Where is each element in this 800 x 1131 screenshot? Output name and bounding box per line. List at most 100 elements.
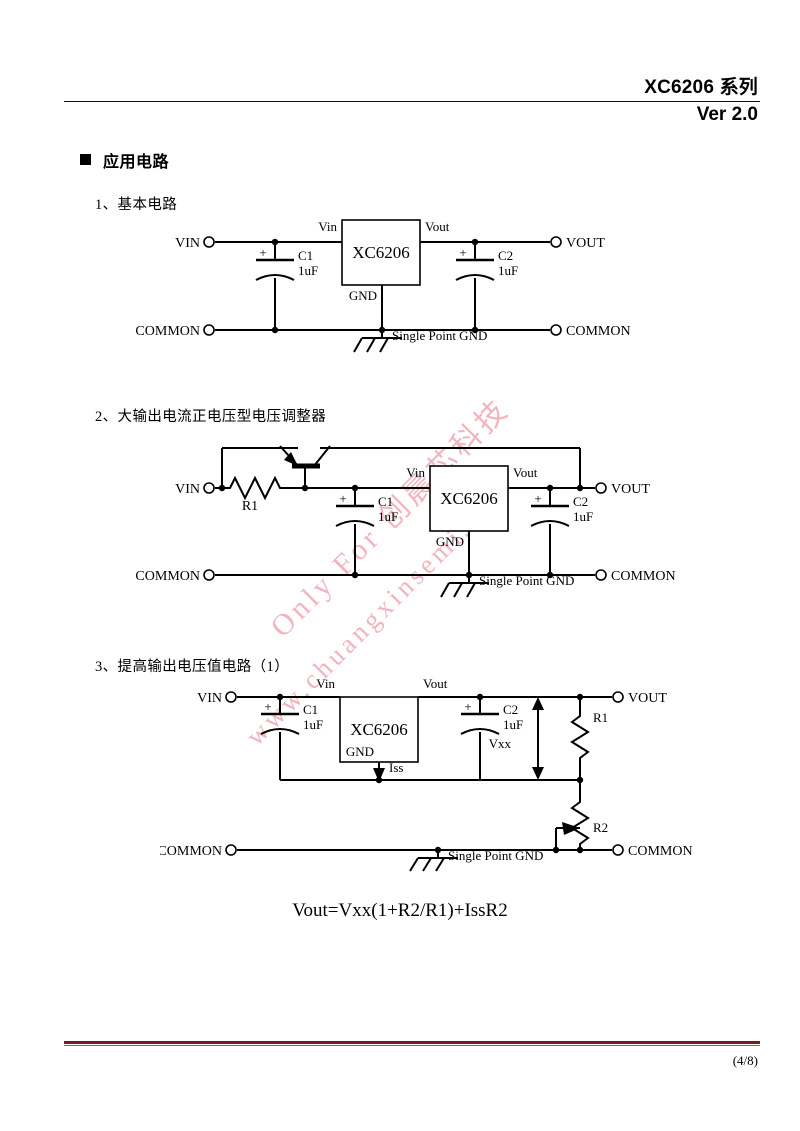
label-c2-name: C2 [573,494,588,509]
capacitor-c2 [530,504,570,527]
ic-label: XC6206 [352,243,410,262]
header-divider [64,101,760,102]
current-arrow-iss [373,768,385,782]
label-c1-value: 1uF [298,263,318,278]
circuit-diagram-high-current: XC6206 [130,430,690,610]
capacitor-c2 [455,258,495,281]
label-pin-gnd: GND [436,534,464,549]
terminal-common-right [612,844,624,856]
ground-symbol [440,575,489,598]
terminal-vin [225,691,237,703]
label-c1-polarity: + [264,699,271,714]
terminal-common-left [203,324,215,336]
capacitor-c2 [460,712,500,735]
ground-symbol [353,330,402,353]
label-r1: R1 [242,499,258,514]
label-common-right: COMMON [611,569,676,584]
label-common-left: COMMON [135,324,200,339]
label-common-left: COMMON [135,569,200,584]
terminal-common-right [550,324,562,336]
label-pin-gnd: GND [346,744,374,759]
label-vin-terminal: VIN [197,691,222,706]
label-vin-terminal: VIN [175,236,200,251]
header-series-label: 系列 [719,77,758,98]
header-version: Ver 2.0 [696,104,758,125]
label-c1-name: C1 [303,702,318,717]
footer-divider-secondary [64,1045,760,1046]
label-single-point-gnd: Single Point GND [448,848,543,863]
label-c2-name: C2 [498,248,513,263]
junction-dots [276,693,584,854]
page-header-title: XC6206 系列 [0,72,758,99]
label-common-left: COMMON [160,844,222,859]
label-c1-name: C1 [378,494,393,509]
terminal-common-left [225,844,237,856]
label-vin-terminal: VIN [175,482,200,497]
footer-divider-primary [64,1041,760,1044]
capacitor-c1 [255,258,295,281]
label-pin-vin: Vin [318,219,337,234]
potentiometer-wiper-arrow [562,822,580,835]
label-c2-value: 1uF [498,263,518,278]
circuit-diagram-boosted-output: XC6206 [157,672,720,877]
label-c2-polarity: + [464,699,471,714]
ic-body-xc6206 [339,696,419,763]
square-bullet-icon [80,154,91,165]
terminal-vout [550,236,562,248]
label-r2: R2 [593,820,608,835]
label-c1-value: 1uF [378,509,398,524]
section-heading-label: 应用电路 [103,154,170,171]
label-common-right: COMMON [566,324,631,339]
label-pin-vout: Vout [423,676,448,691]
capacitor-c1 [335,504,375,527]
output-voltage-formula: Vout=Vxx(1+R2/R1)+IssR2 [292,900,508,921]
ic-body-xc6206 [341,219,421,286]
label-c2-value: 1uF [573,509,593,524]
label-vout-terminal: VOUT [566,236,605,251]
label-c2-polarity: + [534,491,541,506]
subsection-heading-3: 3、提高输出电压值电路（1） [95,659,290,675]
resistor-r2-body [570,798,590,850]
label-single-point-gnd: Single Point GND [479,573,574,588]
label-pin-gnd: GND [349,288,377,303]
resistor-r1-body [570,712,590,766]
label-iss: Iss [389,760,403,775]
transistor-pnp [279,445,331,480]
terminal-vin [203,482,215,494]
label-c2-value: 1uF [503,717,523,732]
label-c1-value: 1uF [303,717,323,732]
terminal-vout [595,482,607,494]
subsection-heading-2: 2、大输出电流正电压型电压调整器 [95,409,327,425]
header-part-number: XC6206 [644,77,715,98]
vxx-arrow-up [532,697,544,710]
label-c1-polarity: + [259,245,266,260]
label-common-right: COMMON [628,844,693,859]
label-pin-vout: Vout [513,465,538,480]
ic-label: XC6206 [350,720,408,739]
label-vout-terminal: VOUT [611,482,650,497]
label-pin-vout: Vout [425,219,450,234]
junction-dots [218,484,584,579]
ground-symbol [409,850,458,872]
label-c2-polarity: + [459,245,466,260]
label-single-point-gnd: Single Point GND [392,328,487,343]
label-c2-name: C2 [503,702,518,717]
capacitor-c1 [260,712,300,735]
label-pin-vin: Vin [316,676,335,691]
resistor-r1-body [222,475,288,501]
terminal-vin [203,236,215,248]
label-vout-terminal: VOUT [628,691,667,706]
ic-body-xc6206 [429,465,509,532]
vxx-arrow-down [532,767,544,780]
circuit-diagram-basic: XC6206 [130,212,670,377]
terminal-common-left [203,569,215,581]
label-pin-vin: Vin [406,465,425,480]
ic-label: XC6206 [440,489,498,508]
terminal-common-right [595,569,607,581]
label-r1: R1 [593,710,608,725]
section-heading-application-circuits: 应用电路 [80,148,169,172]
label-c1-polarity: + [339,491,346,506]
subsection-heading-1: 1、基本电路 [95,197,178,213]
label-vxx: Vxx [489,736,512,751]
